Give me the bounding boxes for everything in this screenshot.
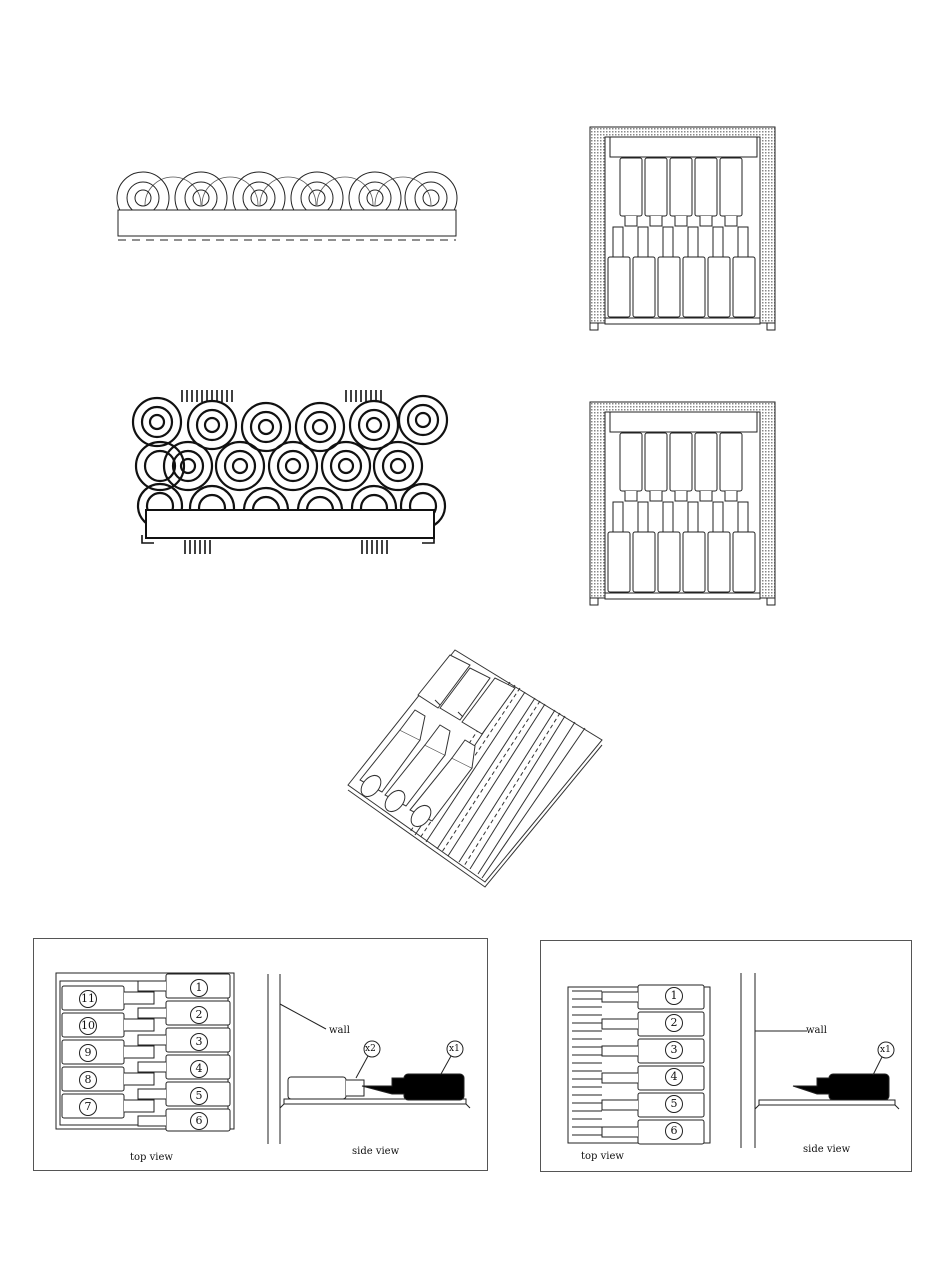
bottle-number-10: 10 [79, 1017, 97, 1035]
number-circle: 6 [190, 1112, 208, 1130]
number-circle: 4 [190, 1060, 208, 1078]
number-circle: 11 [79, 990, 97, 1008]
installation-panel-right: 1 2 3 4 5 6 top view x1 wall side view [540, 940, 912, 1172]
number-circle: 10 [79, 1017, 97, 1035]
installation-panel-left: 1 2 3 4 5 6 7 8 9 10 11 top view x2 x1 [33, 938, 488, 1171]
number-circle: 3 [665, 1041, 683, 1059]
stacked-rows-front-figure [130, 390, 445, 562]
number-circle: 5 [190, 1087, 208, 1105]
number-circle: 6 [665, 1122, 683, 1140]
bottle-number-3: 3 [190, 1033, 208, 1051]
isometric-shelf-figure [340, 640, 610, 890]
bottle-number-4: 4 [190, 1060, 208, 1078]
number-circle: 9 [79, 1044, 97, 1062]
bottle-number-11: 11 [79, 990, 97, 1008]
callout-x1: x1 [880, 1045, 891, 1055]
bottle-number-3: 3 [665, 1041, 683, 1059]
side-view-caption: side view [352, 1146, 399, 1157]
stacked-rows-front-drawing [130, 390, 445, 562]
bottle-number-1: 1 [665, 987, 683, 1005]
bottle-number-5: 5 [665, 1095, 683, 1113]
number-circle: 3 [190, 1033, 208, 1051]
number-circle: 4 [665, 1068, 683, 1086]
number-circle: 2 [190, 1006, 208, 1024]
bottle-number-8: 8 [79, 1071, 97, 1089]
callout-x1: x1 [449, 1044, 460, 1054]
number-circle: 2 [665, 1014, 683, 1032]
left-side-view-drawing [266, 974, 476, 1144]
cabinet-front-figure-2 [585, 400, 780, 610]
wall-label: wall [329, 1025, 350, 1036]
bottle-number-7: 7 [79, 1098, 97, 1116]
callout-x2: x2 [365, 1044, 376, 1054]
number-circle: 5 [665, 1095, 683, 1113]
bottle-number-9: 9 [79, 1044, 97, 1062]
number-circle: 8 [79, 1071, 97, 1089]
isometric-shelf-drawing [340, 640, 610, 890]
cabinet-front-drawing-2 [585, 400, 780, 610]
single-row-front-figure [110, 160, 460, 250]
wall-label: wall [806, 1025, 827, 1036]
single-row-front-drawing [110, 160, 460, 250]
number-circle: 1 [190, 979, 208, 997]
cabinet-front-figure-1 [585, 125, 780, 335]
bottle-number-4: 4 [665, 1068, 683, 1086]
bottle-number-2: 2 [665, 1014, 683, 1032]
bottle-number-2: 2 [190, 1006, 208, 1024]
bottle-number-6: 6 [665, 1122, 683, 1140]
number-circle: 7 [79, 1098, 97, 1116]
bottle-number-6: 6 [190, 1112, 208, 1130]
bottle-number-1: 1 [190, 979, 208, 997]
top-view-caption: top view [130, 1152, 173, 1163]
right-side-view-drawing [737, 973, 902, 1148]
bottle-number-5: 5 [190, 1087, 208, 1105]
top-view-caption: top view [581, 1151, 624, 1162]
right-top-view-drawing [566, 985, 716, 1145]
side-view-caption: side view [803, 1144, 850, 1155]
cabinet-front-drawing-1 [585, 125, 780, 335]
number-circle: 1 [665, 987, 683, 1005]
